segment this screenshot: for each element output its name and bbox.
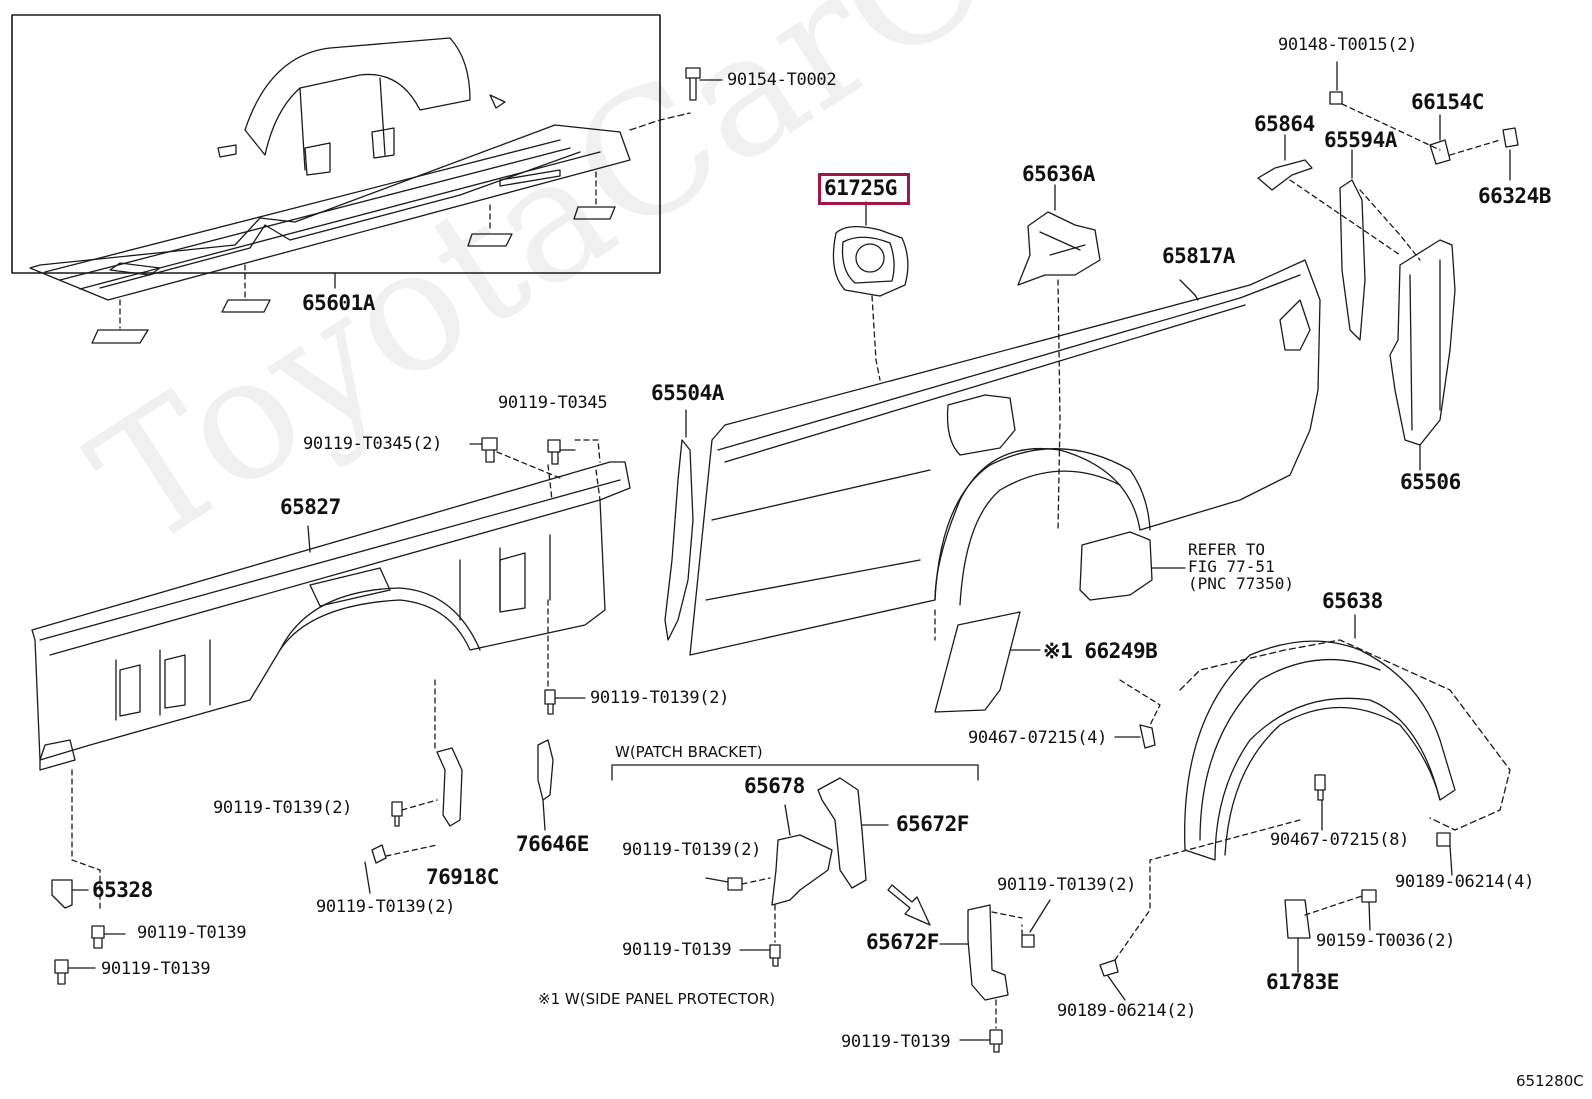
label-66154C[interactable]: 66154C xyxy=(1411,90,1484,114)
seal-65504A-drawing xyxy=(664,409,694,641)
part-65506-drawing xyxy=(1389,239,1456,471)
part-65672F-lower-drawing xyxy=(939,899,1051,1053)
label-76646E[interactable]: 76646E xyxy=(516,832,589,856)
label-66249B[interactable]: ※1 66249B xyxy=(1043,639,1158,663)
label-66324B[interactable]: 66324B xyxy=(1478,184,1551,208)
label-90119-T0139-2-b[interactable]: 90119-T0139(2) xyxy=(213,798,353,818)
label-90119-T0139-2-d[interactable]: 90119-T0139(2) xyxy=(316,897,456,917)
label-90119-T0345[interactable]: 90119-T0345 xyxy=(498,393,608,413)
label-90189-06214-2[interactable]: 90189-06214(2) xyxy=(1057,1001,1197,1021)
side-panel-65817A-drawing xyxy=(689,259,1321,656)
label-90148-T0015[interactable]: 90148-T0015(2) xyxy=(1278,35,1418,55)
label-90119-T0139-2-c[interactable]: 90119-T0139(2) xyxy=(622,840,762,860)
fuel-lid-ring-drawing xyxy=(832,201,909,381)
label-patch-bracket: W(PATCH BRACKET) xyxy=(615,743,763,761)
label-61783E[interactable]: 61783E xyxy=(1266,970,1339,994)
label-90119-T0139-a[interactable]: 90119-T0139 xyxy=(137,923,247,943)
part-65864-drawing xyxy=(1257,134,1313,191)
figure-code: 651280C xyxy=(1516,1072,1584,1090)
inner-panel-65827-drawing xyxy=(31,461,631,771)
label-65506[interactable]: 65506 xyxy=(1400,470,1461,494)
label-90159-T0036[interactable]: 90159-T0036(2) xyxy=(1316,931,1456,951)
label-65827[interactable]: 65827 xyxy=(280,495,341,519)
part-65678-drawing xyxy=(705,804,833,967)
bracket-76918C-drawing xyxy=(364,679,463,894)
label-65636A[interactable]: 65636A xyxy=(1022,162,1095,186)
label-76918C[interactable]: 76918C xyxy=(426,865,499,889)
part-65594A-drawing xyxy=(1339,149,1366,341)
label-65864[interactable]: 65864 xyxy=(1254,112,1315,136)
label-refer-to: REFER TO FIG 77-51 (PNC 77350) xyxy=(1188,540,1294,593)
label-61725G[interactable]: 61725G xyxy=(824,176,897,200)
fuel-lid-door-drawing xyxy=(1079,531,1186,601)
label-90467-07215-8[interactable]: 90467-07215(8) xyxy=(1270,830,1410,850)
label-90119-T0345-2[interactable]: 90119-T0345(2) xyxy=(303,434,443,454)
label-65678[interactable]: 65678 xyxy=(744,774,805,798)
label-65601A[interactable]: 65601A xyxy=(302,291,375,315)
label-90119-T0139-b[interactable]: 90119-T0139 xyxy=(101,959,211,979)
label-65504A[interactable]: 65504A xyxy=(651,381,724,405)
label-90119-T0139-d[interactable]: 90119-T0139 xyxy=(841,1032,951,1052)
part-61783E-drawing xyxy=(1284,899,1311,939)
label-90189-06214-4[interactable]: 90189-06214(4) xyxy=(1395,872,1535,892)
part-65328-drawing xyxy=(51,769,126,985)
wheel-liner-65638-drawing xyxy=(1179,614,1511,861)
label-side-panel-note: ※1 W(SIDE PANEL PROTECTOR) xyxy=(538,990,776,1008)
highlight-box-61725G xyxy=(818,173,910,205)
label-90467-07215-4[interactable]: 90467-07215(4) xyxy=(968,728,1108,748)
label-90119-T0139-2-a[interactable]: 90119-T0139(2) xyxy=(590,688,730,708)
label-65672F-b[interactable]: 65672F xyxy=(866,930,939,954)
label-65672F-a[interactable]: 65672F xyxy=(896,812,969,836)
label-65638[interactable]: 65638 xyxy=(1322,589,1383,613)
protector-66249B-drawing xyxy=(934,609,1041,713)
detail-box xyxy=(11,14,661,274)
direction-arrow xyxy=(887,884,931,926)
label-65328[interactable]: 65328 xyxy=(92,878,153,902)
bolt-90154-drawing xyxy=(685,67,723,101)
part-76646E-drawing xyxy=(537,739,554,831)
bolts-90119-T0345-drawing xyxy=(469,437,601,479)
part-65672F-upper-drawing xyxy=(817,777,889,889)
patch-bracket-line xyxy=(611,764,979,781)
label-90119-T0139-c[interactable]: 90119-T0139 xyxy=(622,940,732,960)
label-65817A[interactable]: 65817A xyxy=(1162,244,1235,268)
bracket-65636A-drawing xyxy=(1017,184,1101,531)
label-65594A[interactable]: 65594A xyxy=(1324,128,1397,152)
label-90154-T0002[interactable]: 90154-T0002 xyxy=(727,70,837,90)
label-90119-T0139-2-e[interactable]: 90119-T0139(2) xyxy=(997,875,1137,895)
bed-floor-panel-drawing xyxy=(29,37,691,344)
